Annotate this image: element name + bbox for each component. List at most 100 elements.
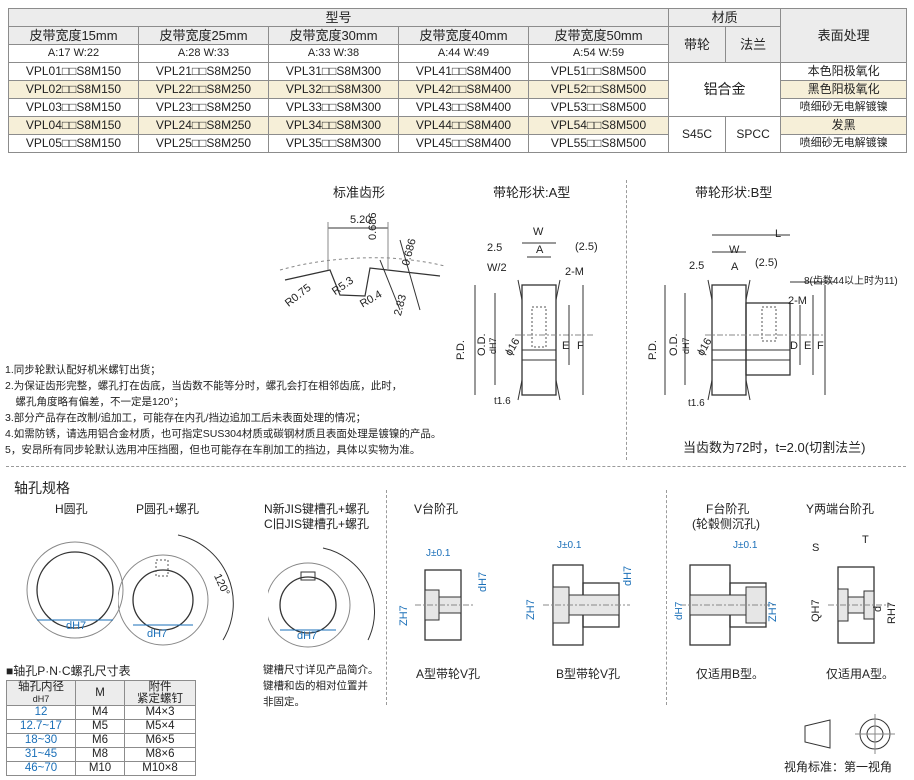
pb-od: O.D. (668, 333, 680, 356)
v-title: V台阶孔 (414, 502, 459, 516)
n-note-line: 非固定。 (263, 696, 305, 708)
y-drawing (828, 566, 892, 644)
n-note: 键槽尺寸详见产品简介。 键槽和齿的相对位置并 非固定。 (263, 662, 379, 710)
pb-25: 2.5 (689, 260, 705, 272)
code-cell: VPL42□□S8M400 (398, 80, 529, 99)
n-bore-drawing (268, 547, 375, 648)
vb-d: dH7 (622, 565, 634, 586)
screw-header-bore-sub: dH7 (32, 694, 50, 704)
material-s45c: S45C (668, 116, 727, 153)
code-cell: VPL25□□S8M250 (138, 134, 269, 153)
vb-z: ZH7 (525, 599, 537, 620)
vb-j: J±0.1 (557, 540, 581, 551)
pb-note8: 8(齿数44以上时为11) (804, 276, 898, 287)
dims-40: A:44 W:49 (398, 44, 529, 63)
divider (666, 490, 667, 705)
screw-header-bore-label: 轴孔内径 (18, 681, 64, 693)
n-title-2: C旧JIS键槽孔+螺孔 (264, 517, 370, 531)
pa-a: A (536, 244, 544, 256)
va-j-label: J±0.1 (426, 548, 451, 559)
note-item: 4.如需防锈，请选用铝合金材质，也可指定SUS304材质或碳钢材质且表面处理是镀… (5, 428, 442, 440)
vb-drawing (543, 564, 630, 646)
dim-520: 5.20 (350, 214, 372, 226)
n-note-line: 键槽和齿的相对位置并 (263, 680, 368, 692)
pa-od: O.D. (476, 333, 488, 356)
header-surface: 表面处理 (780, 8, 908, 63)
code-cell: VPL55□□S8M500 (527, 134, 670, 153)
tooth-profile-title: 标准齿形 (333, 185, 386, 200)
screw-cell: M6×5 (124, 733, 196, 748)
code-cell: VPL24□□S8M250 (138, 116, 269, 135)
f-cap: 仅适用B型。 (696, 667, 765, 681)
pb-dh7: dH7 (681, 337, 691, 354)
f-title-2: (轮毂侧沉孔) (692, 517, 760, 531)
header-model: 型号 (7, 8, 670, 27)
y-d: d (872, 605, 884, 612)
code-cell: VPL54□□S8M500 (527, 116, 670, 135)
pa-pd: P.D. (455, 340, 467, 360)
n-dim: dH7 (297, 630, 318, 642)
screw-cell: M4 (75, 705, 125, 720)
screw-cell: M10×8 (124, 761, 196, 776)
screw-cell: M5 (75, 719, 125, 734)
pulley-b-title: 带轮形状:B型 (695, 185, 773, 200)
notes-list: 1.同步轮默认配好机米螺钉出货； 2.为保证齿形完整，螺孔打在齿底，当齿数不能等… (5, 362, 441, 458)
code-cell: VPL44□□S8M400 (398, 116, 529, 135)
view-standard: 视角标准：第一视角 (784, 760, 893, 774)
note-item: 2.为保证齿形完整，螺孔打在齿底，当齿数不能等分时，螺孔会打在相邻齿底，此时， (5, 380, 403, 392)
pa-25p: (2.5) (575, 241, 598, 253)
code-cell: VPL41□□S8M400 (398, 62, 529, 81)
screw-header-screw-label: 附件 (148, 681, 172, 693)
code-cell: VPL21□□S8M250 (138, 62, 269, 81)
dims-15: A:17 W:22 (8, 44, 139, 63)
material-pulley: 带轮 (668, 26, 727, 63)
screw-cell: M5×4 (124, 719, 196, 734)
h-dim: dH7 (66, 620, 87, 632)
dim-0686a: 0.686 (367, 212, 379, 240)
surface-cell: 喷细砂无电解镀镍 (780, 134, 908, 153)
pb-pd: P.D. (647, 340, 659, 360)
surface-cell: 发黑 (780, 116, 908, 135)
divider (386, 490, 387, 705)
screw-cell: M6 (75, 733, 125, 748)
pb-w: W (729, 244, 740, 256)
tooth-profile-drawing (279, 222, 446, 311)
code-cell: VPL31□□S8M300 (268, 62, 399, 81)
pa-e: E (562, 340, 570, 352)
f-drawing (680, 564, 775, 646)
material-flange: 法兰 (725, 26, 782, 63)
pa-w: W (533, 226, 544, 238)
code-cell: VPL32□□S8M300 (268, 80, 399, 99)
screw-cell: 31~45 (6, 747, 76, 762)
screw-header-m: M (75, 680, 125, 706)
screw-table-title: ■轴孔P·N·C螺孔尺寸表 (6, 664, 131, 678)
y-r: RH7 (886, 601, 898, 624)
pulley-a-title: 带轮形状:A型 (493, 185, 571, 200)
pb-d: D (790, 340, 798, 352)
code-cell: VPL01□□S8M150 (8, 62, 139, 81)
code-cell: VPL05□□S8M150 (8, 134, 139, 153)
header-material: 材质 (668, 8, 782, 27)
pb-2m: 2-M (788, 295, 807, 307)
belt-width-25: 皮带宽度25mm (138, 26, 269, 45)
screw-cell: 12.7~17 (6, 719, 76, 734)
screw-cell: 18~30 (6, 733, 76, 748)
f-j-label: J±0.1 (733, 540, 758, 551)
code-cell: VPL34□□S8M300 (268, 116, 399, 135)
dims-30: A:33 W:38 (268, 44, 399, 63)
screw-cell: 46~70 (6, 761, 76, 776)
spec-table: 型号 材质 表面处理 皮带宽度15mm 皮带宽度25mm 皮带宽度30mm 皮带… (7, 8, 908, 153)
code-cell: VPL45□□S8M400 (398, 134, 529, 153)
y-cap: 仅适用A型。 (826, 667, 895, 681)
p-title: P圆孔+螺孔 (136, 502, 200, 516)
vb-j-label: J±0.1 (557, 540, 582, 551)
code-cell: VPL53□□S8M500 (527, 98, 670, 117)
pulley-a-drawing (474, 242, 595, 401)
screw-cell: M8×6 (124, 747, 196, 762)
va-d: dH7 (477, 571, 489, 592)
pb-25p: (2.5) (755, 257, 778, 269)
code-cell: VPL52□□S8M500 (527, 80, 670, 99)
code-cell: VPL03□□S8M150 (8, 98, 139, 117)
f-j: J±0.1 (733, 540, 757, 551)
